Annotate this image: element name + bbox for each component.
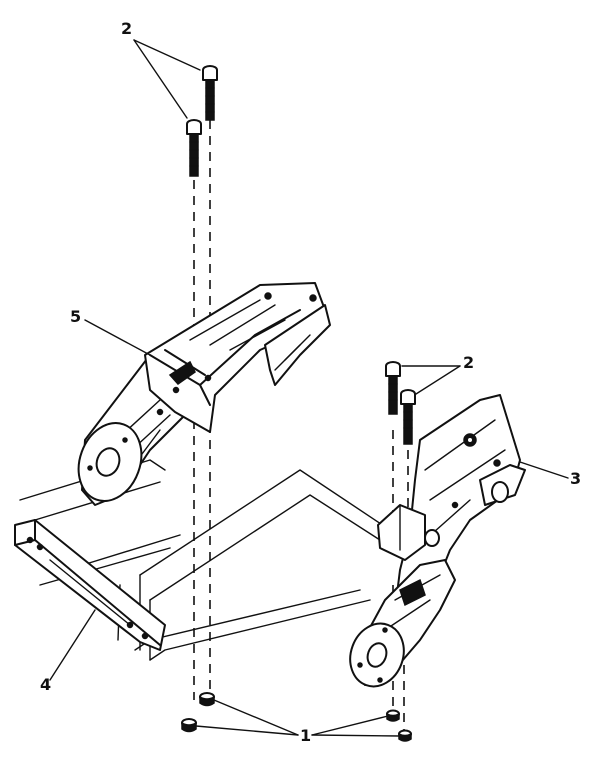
nut (181, 718, 197, 733)
callout-5: 5 (70, 307, 81, 326)
callout-1: 1 (300, 726, 311, 745)
bolt (400, 389, 416, 445)
callouts: 2 2 3 5 4 1 (40, 19, 581, 745)
bolt (186, 119, 202, 177)
callout-2-right: 2 (463, 353, 474, 372)
nuts (181, 692, 412, 742)
leader-lines (49, 39, 569, 737)
nut (398, 729, 412, 742)
bolt-pair-right (385, 361, 416, 445)
bolt (202, 65, 218, 121)
callout-3: 3 (570, 469, 581, 488)
bolt-pair-left (186, 65, 218, 177)
front-bar (14, 519, 166, 651)
nut (199, 692, 215, 707)
right-bracket (349, 394, 526, 688)
callout-2-top: 2 (121, 19, 132, 38)
bolt (385, 361, 401, 415)
callout-4: 4 (40, 675, 51, 694)
nut (386, 709, 400, 722)
left-bracket (77, 282, 331, 506)
